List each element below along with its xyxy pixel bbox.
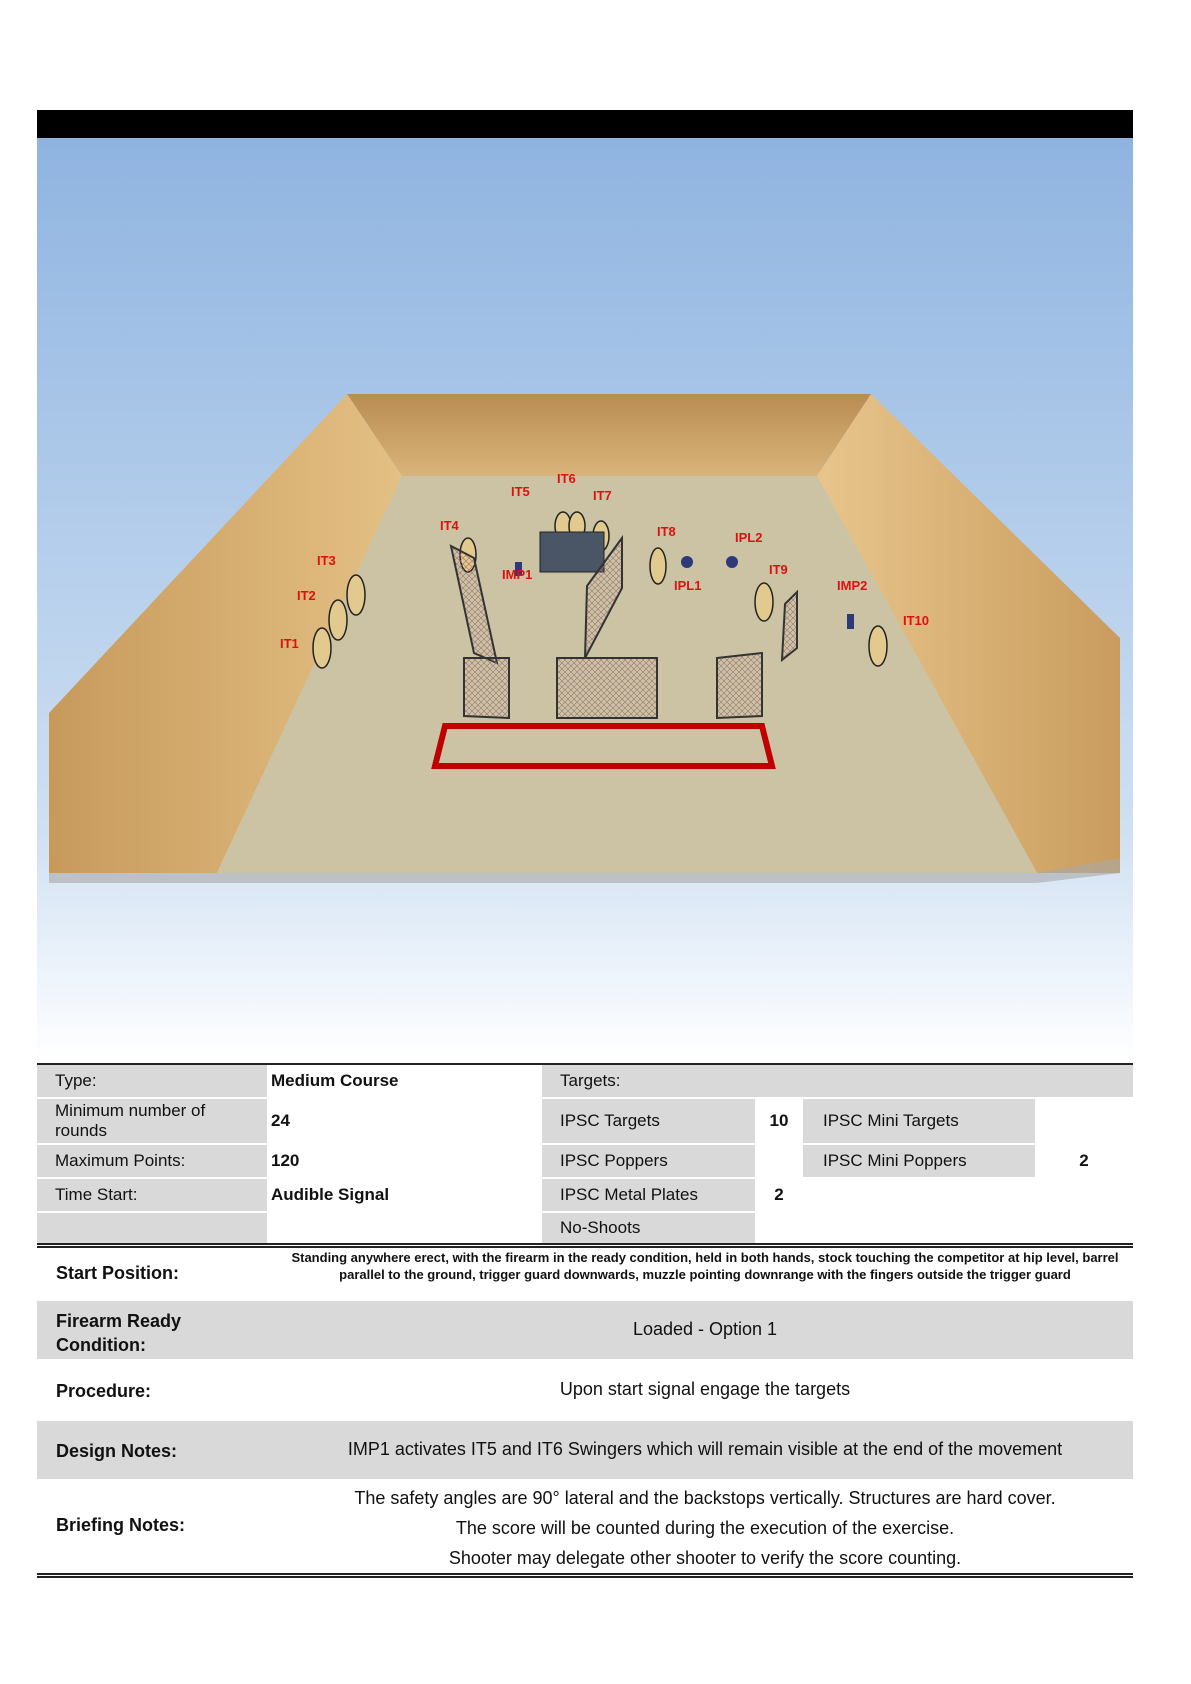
label-it4: IT4 xyxy=(440,518,460,533)
ready-condition-row: Firearm Ready Condition: Loaded - Option… xyxy=(37,1301,1133,1359)
briefing-notes-value: The safety angles are 90° lateral and th… xyxy=(277,1483,1133,1573)
fences xyxy=(449,534,798,720)
stage-render-svg: IT1 IT2 IT3 IT4 IT5 IT6 IT7 IT8 IT9 IT10… xyxy=(37,138,1133,1060)
stage-render: IT1 IT2 IT3 IT4 IT5 IT6 IT7 IT8 IT9 IT10… xyxy=(37,138,1133,1060)
type-label: Type: xyxy=(37,1065,267,1097)
procedure-label: Procedure: xyxy=(56,1381,152,1401)
min-rounds-label: Minimum number of rounds xyxy=(37,1099,267,1143)
design-notes-value: IMP1 activates IT5 and IT6 Swingers whic… xyxy=(347,1439,1063,1459)
start-position-value: Standing anywhere erect, with the firear… xyxy=(291,1250,1119,1282)
label-it3: IT3 xyxy=(317,553,336,568)
time-start-value: Audible Signal xyxy=(271,1185,390,1204)
ipsc-poppers-label: IPSC Poppers xyxy=(542,1145,755,1177)
ready-condition-label: Firearm Ready Condition: xyxy=(56,1311,182,1355)
max-points-label: Maximum Points: xyxy=(37,1145,267,1177)
briefing-line-2: The score will be counted during the exe… xyxy=(455,1518,955,1538)
empty-label-cell xyxy=(37,1213,267,1243)
label-it9: IT9 xyxy=(769,562,788,577)
stage-info-table: Type: Medium Course Targets: Minimum num… xyxy=(37,1063,1133,1243)
briefing-line-1: The safety angles are 90° lateral and th… xyxy=(354,1488,1056,1508)
floor-edge xyxy=(49,858,1120,883)
time-start-label: Time Start: xyxy=(37,1179,267,1211)
ipsc-mini-targets-count xyxy=(1035,1099,1133,1143)
min-rounds-value: 24 xyxy=(271,1111,290,1130)
back-berm xyxy=(347,394,871,476)
procedure-value: Upon start signal engage the targets xyxy=(559,1379,851,1399)
ipsc-mini-poppers-count: 2 xyxy=(1079,1151,1089,1170)
label-it2: IT2 xyxy=(297,588,316,603)
label-it10: IT10 xyxy=(903,613,929,628)
label-ipl1: IPL1 xyxy=(674,578,701,593)
popper-imp1 xyxy=(515,562,522,576)
label-it1: IT1 xyxy=(280,636,299,651)
no-shoots-label: No-Shoots xyxy=(542,1213,755,1243)
swinger-housing xyxy=(539,531,605,573)
label-it5: IT5 xyxy=(511,484,530,499)
type-value: Medium Course xyxy=(271,1071,399,1090)
label-imp1: IMP1 xyxy=(502,567,532,582)
target-labels: IT1 IT2 IT3 IT4 IT5 IT6 IT7 IT8 IT9 IT10… xyxy=(280,471,929,651)
design-notes-label: Design Notes: xyxy=(56,1441,178,1461)
right-berm xyxy=(817,394,1120,873)
label-it8: IT8 xyxy=(657,524,676,539)
label-it6: IT6 xyxy=(557,471,576,486)
left-berm xyxy=(49,394,402,873)
stage-title-bar xyxy=(37,110,1133,138)
shooting-box xyxy=(431,723,776,769)
briefing-notes-row: Briefing Notes: The safety angles are 90… xyxy=(37,1481,1133,1571)
start-position-label: Start Position: xyxy=(56,1263,180,1283)
ipsc-mini-targets-label: IPSC Mini Targets xyxy=(803,1099,1035,1143)
ipsc-mini-poppers-label: IPSC Mini Poppers xyxy=(803,1145,1035,1177)
plate-ipl2 xyxy=(726,556,738,568)
label-it7: IT7 xyxy=(593,488,612,503)
ready-condition-value: Loaded - Option 1 xyxy=(632,1319,778,1339)
start-position-row: Start Position: Standing anywhere erect,… xyxy=(37,1249,1133,1299)
label-imp2: IMP2 xyxy=(837,578,867,593)
ipsc-poppers-count xyxy=(755,1145,803,1177)
briefing-line-3: Shooter may delegate other shooter to ve… xyxy=(448,1548,962,1568)
ipsc-metal-plates-label: IPSC Metal Plates xyxy=(542,1179,755,1211)
max-points-value: 120 xyxy=(271,1151,300,1170)
procedure-row: Procedure: Upon start signal engage the … xyxy=(37,1361,1133,1419)
design-notes-row: Design Notes: IMP1 activates IT5 and IT6… xyxy=(37,1421,1133,1479)
label-ipl2: IPL2 xyxy=(735,530,762,545)
briefing-notes-label: Briefing Notes: xyxy=(56,1515,186,1535)
ipsc-targets-label: IPSC Targets xyxy=(542,1099,755,1143)
targets-header: Targets: xyxy=(542,1065,1133,1097)
stage-title xyxy=(37,114,49,134)
no-shoots-count xyxy=(755,1213,803,1243)
ipsc-targets-count: 10 xyxy=(769,1111,789,1130)
ipsc-metal-plates-count: 2 xyxy=(774,1185,784,1204)
popper-imp2 xyxy=(847,614,854,629)
plate-ipl1 xyxy=(681,556,693,568)
